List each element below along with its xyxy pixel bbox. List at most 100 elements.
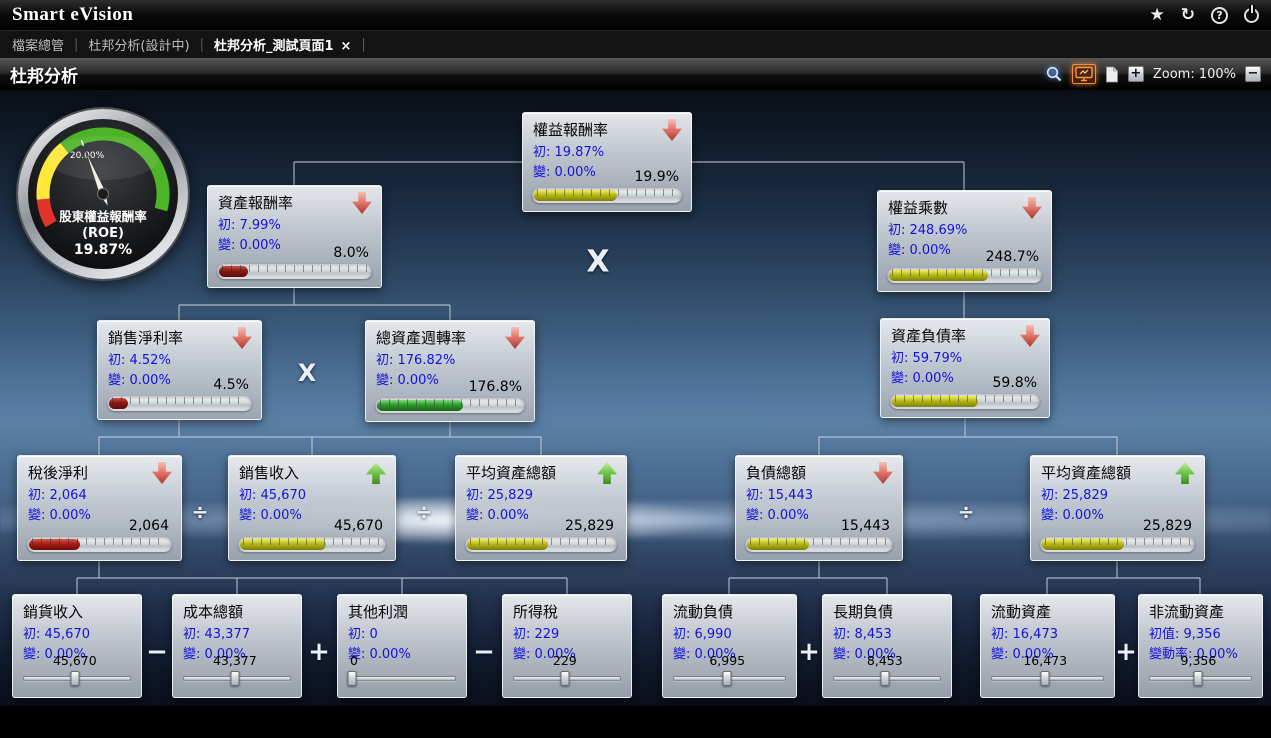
zoom-in-button[interactable]: + bbox=[1127, 66, 1144, 82]
zoom-out-button[interactable]: − bbox=[1245, 66, 1261, 82]
slider-thumb[interactable] bbox=[560, 671, 570, 686]
node-initial-value: 初: 4.52% bbox=[108, 353, 171, 368]
node-display-value: 19.9% bbox=[634, 169, 679, 185]
operator-multiply: X bbox=[297, 359, 317, 387]
value-slider[interactable]: 43,377 bbox=[183, 653, 291, 689]
meter-bar bbox=[890, 394, 1040, 409]
value-slider[interactable]: 9,356 bbox=[1149, 653, 1252, 689]
node-initial-value: 初: 59.79% bbox=[891, 351, 963, 366]
gauge-tick-mark bbox=[80, 139, 85, 147]
export-icon[interactable] bbox=[1071, 64, 1096, 84]
node-title: 所得稅 bbox=[513, 603, 559, 621]
node-title: 權益乘數 bbox=[888, 199, 949, 217]
tab-2[interactable]: 杜邦分析(設計中) bbox=[88, 35, 189, 54]
meter-ticks bbox=[112, 397, 247, 404]
value-slider[interactable]: 16,473 bbox=[991, 653, 1104, 689]
operator-multiply: X bbox=[586, 244, 610, 280]
node-title: 銷貨收入 bbox=[23, 603, 84, 621]
gauge-gloss bbox=[47, 136, 159, 180]
node-initial-value: 初: 25,829 bbox=[1041, 488, 1108, 503]
kpi-node-roe[interactable]: 權益報酬率初: 19.87%變: 0.00%19.9% bbox=[522, 112, 692, 212]
slider-thumb[interactable] bbox=[880, 671, 890, 686]
tab-separator: | bbox=[199, 37, 204, 52]
favorite-star-icon[interactable]: ★ bbox=[1149, 5, 1165, 25]
node-display-value: 8.0% bbox=[333, 245, 369, 261]
slider-value-label: 6,995 bbox=[709, 653, 746, 668]
slider-thumb[interactable] bbox=[722, 671, 732, 686]
value-slider[interactable]: 229 bbox=[513, 653, 621, 689]
meter-bar bbox=[1040, 537, 1195, 552]
node-change-value: 變: 0.00% bbox=[833, 647, 896, 662]
gauge-subtitle: (ROE) bbox=[82, 226, 124, 241]
kpi-node-tat[interactable]: 總資產週轉率初: 176.82%變: 0.00%176.8% bbox=[365, 320, 535, 422]
meter-bar bbox=[217, 264, 372, 279]
tab-3[interactable]: 杜邦分析_測試頁面1× bbox=[214, 35, 351, 54]
node-initial-value: 初: 25,829 bbox=[466, 488, 533, 503]
node-initial-value: 初: 176.82% bbox=[376, 353, 456, 368]
node-initial-value: 初: 0 bbox=[348, 627, 378, 642]
page-title: 杜邦分析 bbox=[10, 66, 78, 87]
value-slider[interactable]: 6,995 bbox=[673, 653, 786, 689]
slider-value-label: 9,356 bbox=[1180, 653, 1217, 668]
meter-ticks bbox=[1045, 538, 1190, 545]
operator-minus: − bbox=[473, 637, 495, 667]
power-icon[interactable] bbox=[1244, 7, 1259, 23]
document-icon[interactable] bbox=[1105, 66, 1119, 83]
tab-bar: 檔案總管|杜邦分析(設計中)|杜邦分析_測試頁面1×| bbox=[0, 30, 1271, 58]
meter-ticks bbox=[380, 399, 520, 406]
node-change-value: 變: 0.00% bbox=[183, 647, 246, 662]
node-title: 平均資產總額 bbox=[466, 464, 557, 482]
node-initial-value: 初: 8,453 bbox=[833, 627, 892, 642]
tab-1[interactable]: 檔案總管 bbox=[12, 35, 64, 54]
refresh-icon[interactable]: ↻ bbox=[1180, 5, 1195, 25]
kpi-node-roa[interactable]: 資產報酬率初: 7.99%變: 0.00%8.0% bbox=[207, 185, 382, 288]
node-title: 流動負債 bbox=[673, 603, 734, 621]
node-initial-value: 初: 15,443 bbox=[746, 488, 813, 503]
meter-bar bbox=[532, 188, 682, 203]
slider-thumb[interactable] bbox=[70, 671, 80, 686]
node-change-value: 變: 0.00% bbox=[376, 373, 439, 388]
kpi-node-em[interactable]: 權益乘數初: 248.69%變: 0.00%248.7% bbox=[877, 190, 1052, 292]
node-title: 銷售淨利率 bbox=[108, 329, 184, 347]
slider-thumb[interactable] bbox=[347, 671, 357, 686]
meter-ticks bbox=[750, 538, 888, 545]
help-icon[interactable]: ? bbox=[1211, 6, 1228, 24]
node-change-value: 變動率: 0.00% bbox=[1149, 647, 1238, 662]
value-slider[interactable]: 45,670 bbox=[23, 653, 131, 689]
zoom-search-icon[interactable] bbox=[1045, 65, 1063, 83]
meter-ticks bbox=[32, 538, 167, 545]
node-display-value: 45,670 bbox=[334, 518, 383, 534]
node-title: 銷售收入 bbox=[239, 464, 300, 482]
value-slider[interactable]: 0 bbox=[347, 653, 456, 689]
slider-thumb[interactable] bbox=[1040, 671, 1050, 686]
node-title: 資產報酬率 bbox=[218, 194, 294, 212]
kpi-node-npm[interactable]: 銷售淨利率初: 4.52%變: 0.00%4.5% bbox=[97, 320, 262, 420]
meter-ticks bbox=[892, 269, 1037, 276]
value-slider[interactable]: 8,453 bbox=[833, 653, 941, 689]
meter-bar bbox=[375, 398, 525, 413]
tab-close-icon[interactable]: × bbox=[340, 39, 352, 54]
node-display-value: 25,829 bbox=[1143, 518, 1192, 534]
node-display-value: 2,064 bbox=[128, 518, 169, 534]
operator-divide: ÷ bbox=[191, 500, 209, 524]
slider-track[interactable] bbox=[348, 676, 456, 681]
slider-thumb[interactable] bbox=[230, 671, 240, 686]
node-display-value: 15,443 bbox=[841, 518, 890, 534]
kpi-node-dar[interactable]: 資產負債率初: 59.79%變: 0.00%59.8% bbox=[880, 318, 1050, 418]
slider-thumb[interactable] bbox=[1193, 671, 1203, 686]
